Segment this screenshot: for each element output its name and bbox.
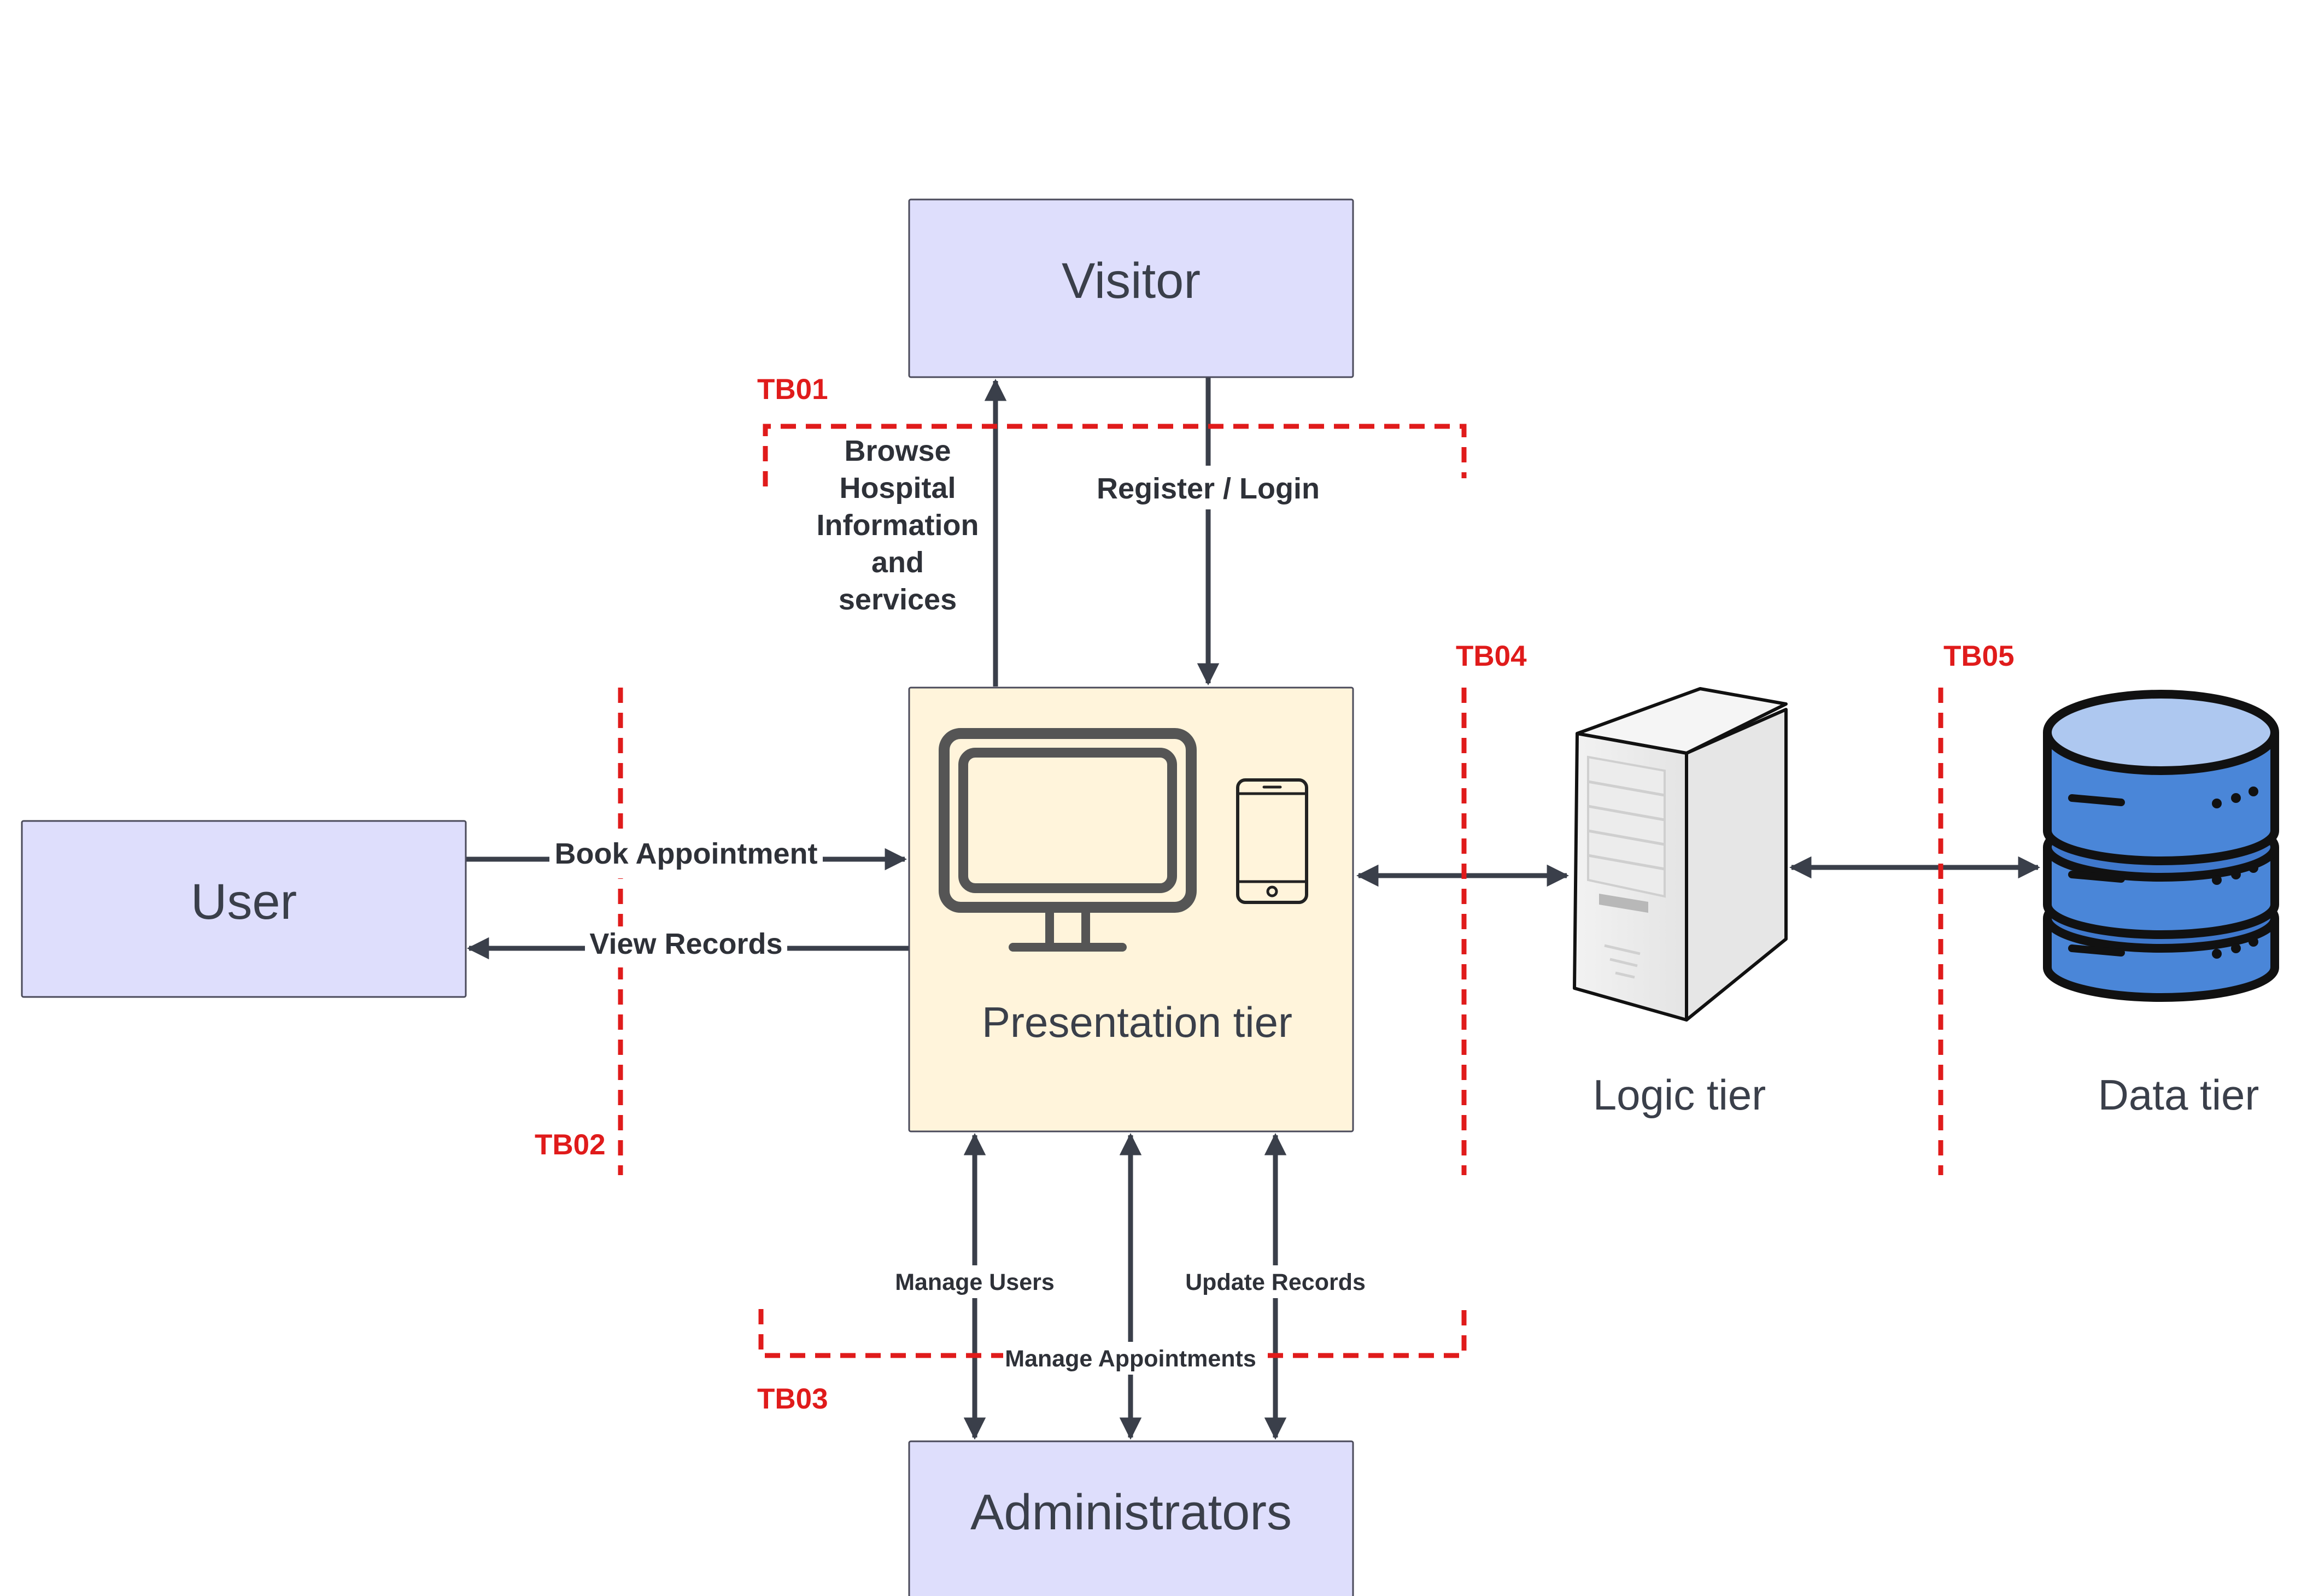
visitor-label: Visitor [1062,253,1201,309]
data-tier-label: Data tier [2098,1071,2259,1119]
browse-line-1: Browse [844,435,951,467]
logic-tier-node[interactable]: Logic tier [1573,687,1788,1119]
browse-line-2: Hospital [839,472,956,504]
administrators-node[interactable]: Administrators [908,1440,1354,1596]
logic-tier-label: Logic tier [1593,1071,1766,1119]
flow-label-manage-appointments: Manage Appointments [1005,1346,1256,1372]
presentation-tier-node[interactable]: Presentation tier [908,686,1354,1133]
server-tower-icon [1573,687,1788,1022]
user-node[interactable]: User [21,820,467,998]
boundary-label-tb04: TB04 [1456,640,1527,672]
browse-line-3: Information [817,509,979,542]
smartphone-icon [1236,778,1308,904]
administrators-label: Administrators [970,1484,1292,1540]
boundary-label-tb03: TB03 [757,1383,828,1415]
presentation-tier-label: Presentation tier [982,998,1292,1046]
boundary-label-tb01: TB01 [757,373,828,406]
flow-label-browse: Browse Hospital Information and services [817,435,979,616]
browse-line-4: and [871,546,924,579]
flow-label-manage-users: Manage Users [895,1269,1055,1295]
visitor-node[interactable]: Visitor [908,198,1354,378]
flow-label-book-appointment: Book Appointment [555,837,818,870]
flow-label-register-login: Register / Login [1097,472,1320,505]
boundary-label-tb02: TB02 [535,1129,606,1161]
user-label: User [191,874,297,930]
boundary-label-tb05: TB05 [1943,640,2015,672]
boundary-tb01 [763,424,1467,486]
data-tier-node[interactable]: Data tier [2043,690,2279,1119]
flow-label-view-records: View Records [589,928,782,960]
browse-line-5: services [839,583,957,616]
desktop-monitor-icon [939,728,1197,952]
flow-label-update-records: Update Records [1185,1269,1366,1295]
database-icon [2043,690,2279,1002]
